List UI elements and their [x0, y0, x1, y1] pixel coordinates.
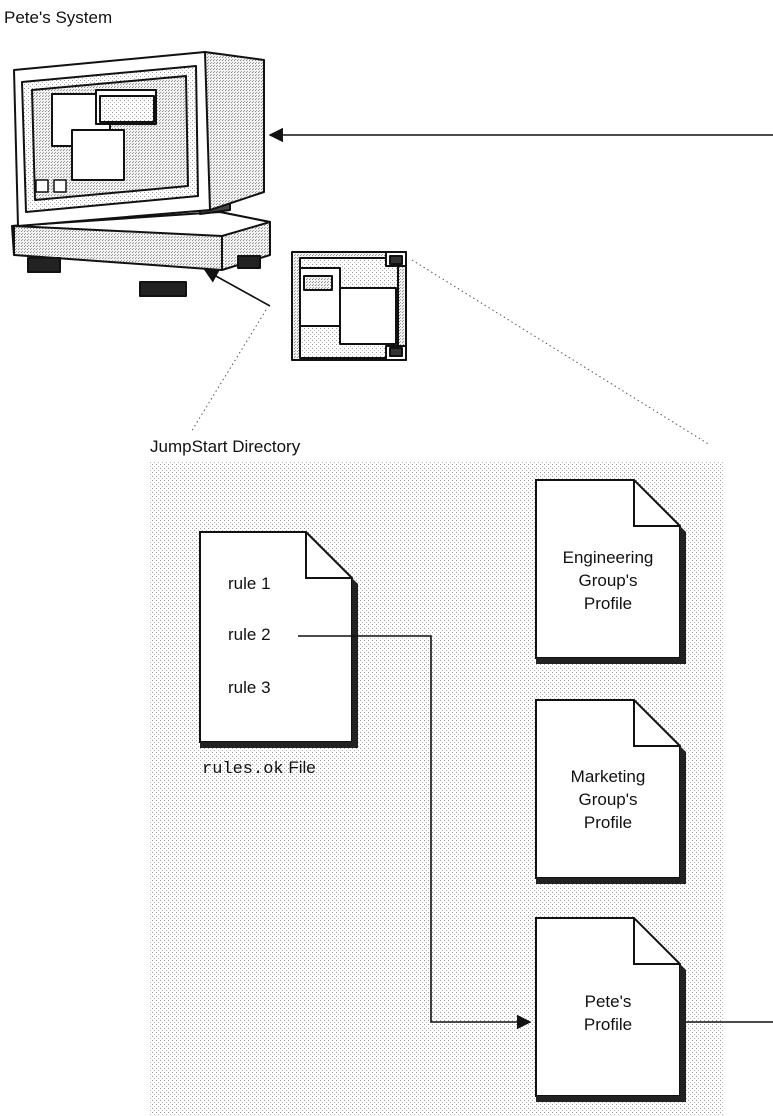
zoom-lines — [190, 259, 711, 446]
marketing-profile-doc — [535, 699, 686, 884]
rules-file-name: rules.ok — [202, 760, 284, 779]
disk-to-computer-arrow — [203, 269, 271, 307]
petes-profile-doc — [535, 917, 686, 1102]
petes-profile-label: Pete's Profile — [583, 992, 633, 1034]
system-label: Pete's System — [4, 8, 113, 27]
rule2-to-profile-arrow — [298, 635, 532, 1030]
rules-file-caption: rules.ok File — [202, 758, 316, 780]
engineering-profile-doc — [535, 479, 686, 664]
rules-file-icon — [199, 531, 358, 748]
floppy-disk-icon — [291, 251, 407, 361]
computer-icon — [11, 51, 271, 297]
engineering-profile-label: Engineering Group's Profile — [562, 548, 654, 613]
rule-2-label: rule 2 — [228, 625, 271, 644]
rule-1-label: rule 1 — [228, 574, 271, 593]
directory-label: JumpStart Directory — [150, 437, 301, 456]
rules-file-suffix: File — [288, 758, 316, 777]
rule-3-label: rule 3 — [228, 678, 271, 697]
marketing-profile-label: Marketing Group's Profile — [570, 767, 646, 832]
